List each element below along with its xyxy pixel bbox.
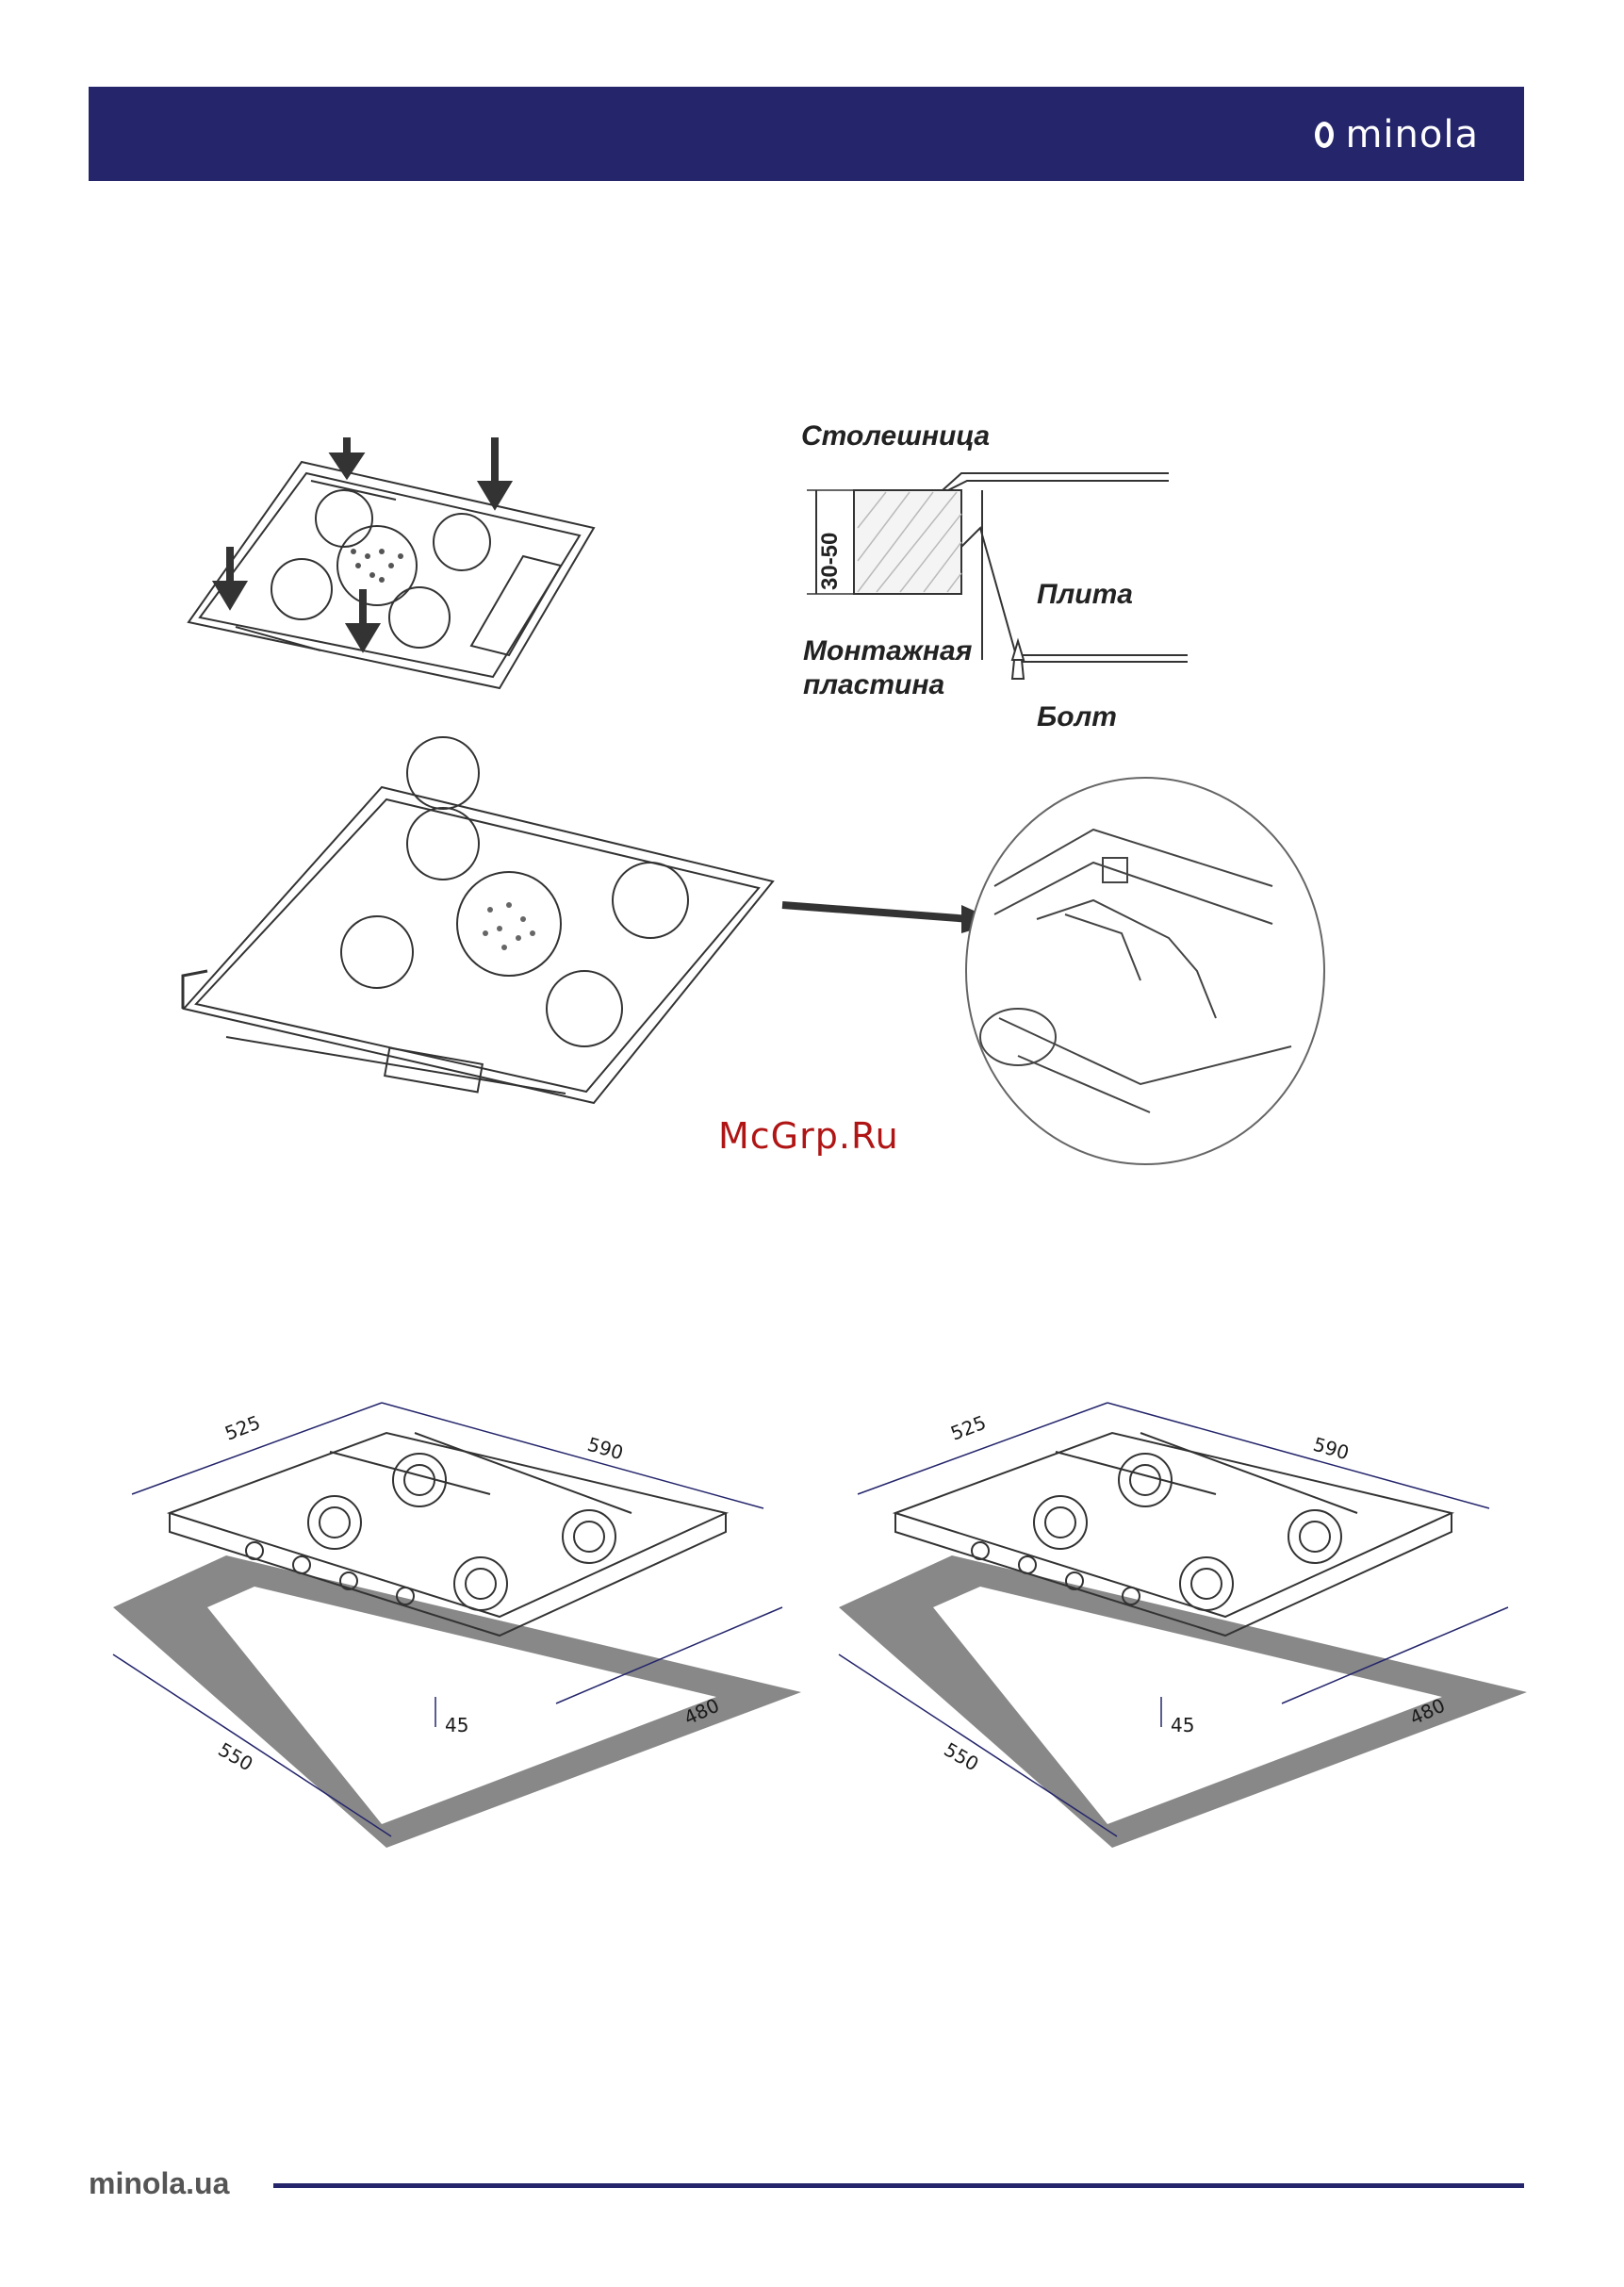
hob-bracket-illustration	[170, 773, 792, 1122]
footer-divider	[273, 2183, 1524, 2188]
bracket-detail-zoom	[782, 773, 1291, 1169]
dim-gap-right: 45	[1171, 1714, 1194, 1736]
dim-width-right: 590	[1311, 1433, 1352, 1465]
dim-gap-left: 45	[445, 1714, 468, 1736]
countertop-label: Столешница	[801, 420, 990, 452]
dim-width-left: 590	[585, 1433, 626, 1465]
thickness-label: 30-50	[817, 533, 843, 590]
hob-label: Плита	[1037, 579, 1133, 610]
mounting-cross-section: Столешница 30-50 Плита Монтажная пластин…	[782, 405, 1235, 745]
dim-depth-left: 525	[221, 1411, 263, 1445]
mounting-plate-label-line2: пластина	[803, 669, 944, 700]
brand-name: minola	[1345, 113, 1479, 156]
footer-site-link[interactable]: minola.ua	[89, 2166, 229, 2201]
cutout-diagram-left: 525 590 550 480 45	[104, 1320, 820, 1867]
drop-icon	[1315, 122, 1334, 148]
mounting-plate-label: Монтажная	[803, 635, 973, 666]
hob-underside-illustration	[179, 424, 622, 707]
brand-logo: minola	[1315, 111, 1479, 158]
dim-depth-right: 525	[947, 1411, 989, 1445]
bolt-label: Болт	[1037, 701, 1117, 732]
header-bar: minola	[89, 87, 1524, 181]
cutout-diagram-right: 525 590 550 480 45	[829, 1320, 1546, 1867]
watermark: McGrp.Ru	[718, 1115, 899, 1157]
